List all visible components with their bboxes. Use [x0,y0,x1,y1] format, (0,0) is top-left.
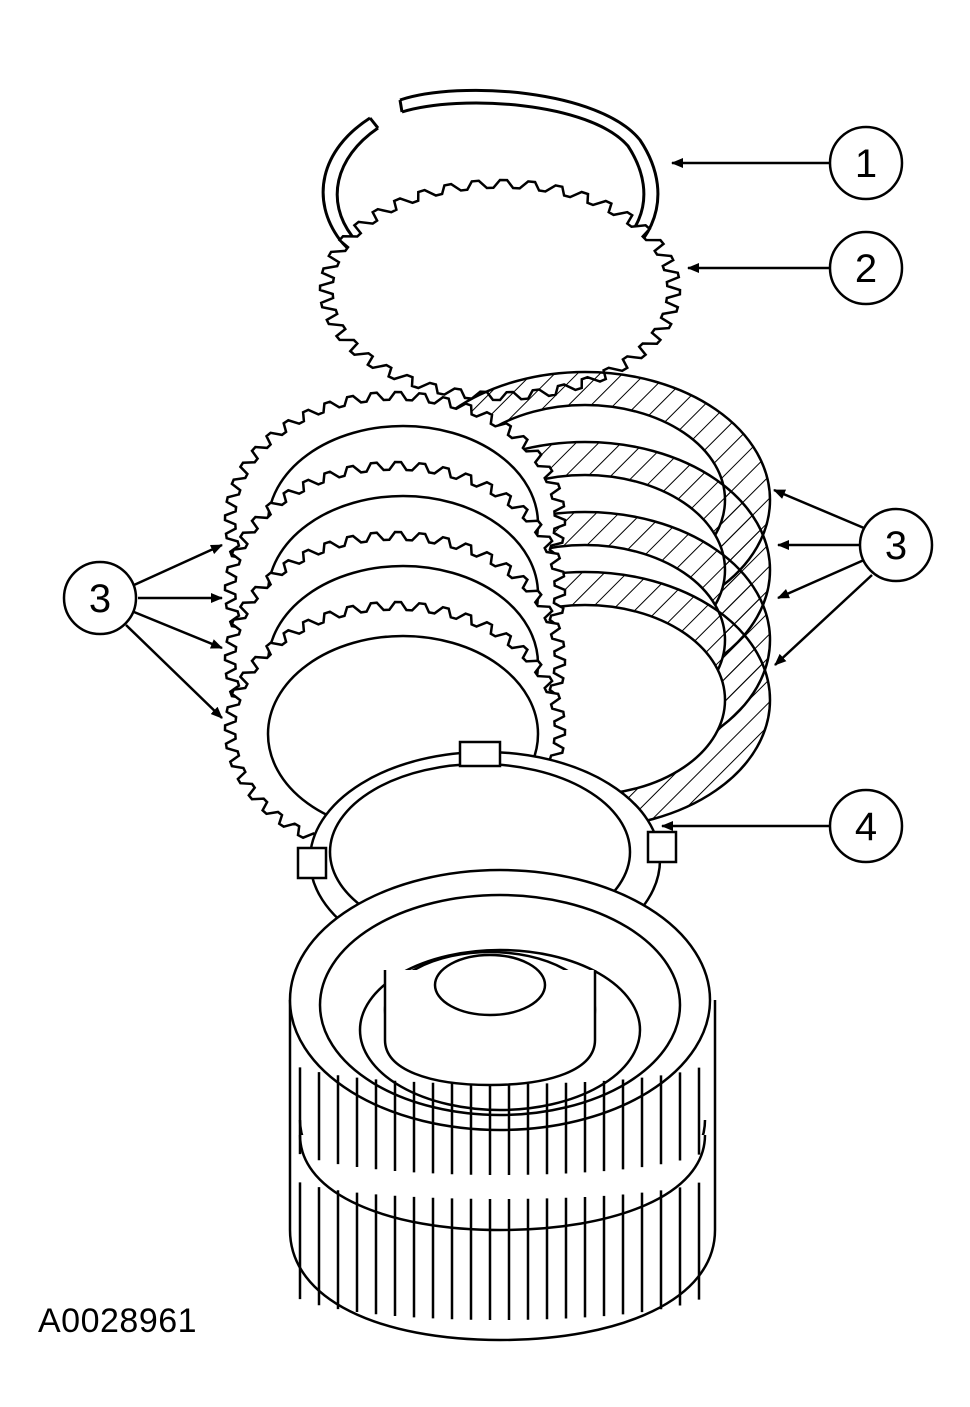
callout-1: 1 [828,125,904,201]
callout-4-label: 4 [855,805,877,849]
arrow-3r-a [773,488,865,530]
pressure-plate [318,178,682,402]
arrow-3l-a [133,543,223,587]
clutch-drum [288,868,717,1342]
callout-3-left-label: 3 [89,577,111,621]
arrow-3r-c [777,558,865,600]
callout-3-left: 3 [62,560,138,636]
arrow-3l-c [133,610,223,650]
callout-2: 2 [828,230,904,306]
steel-discs [223,390,567,860]
arrow-3l-d [125,624,223,719]
leader-arrows [125,158,873,831]
arrow-3r-d [774,574,873,666]
callout-2-label: 2 [855,247,877,291]
callout-3-right: 3 [858,507,934,583]
figure-id: A0028961 [38,1302,198,1340]
callout-3-right-label: 3 [885,524,907,568]
pressure-plate-teeth [318,178,682,402]
callout-1-label: 1 [855,142,877,186]
callout-4: 4 [828,788,904,864]
